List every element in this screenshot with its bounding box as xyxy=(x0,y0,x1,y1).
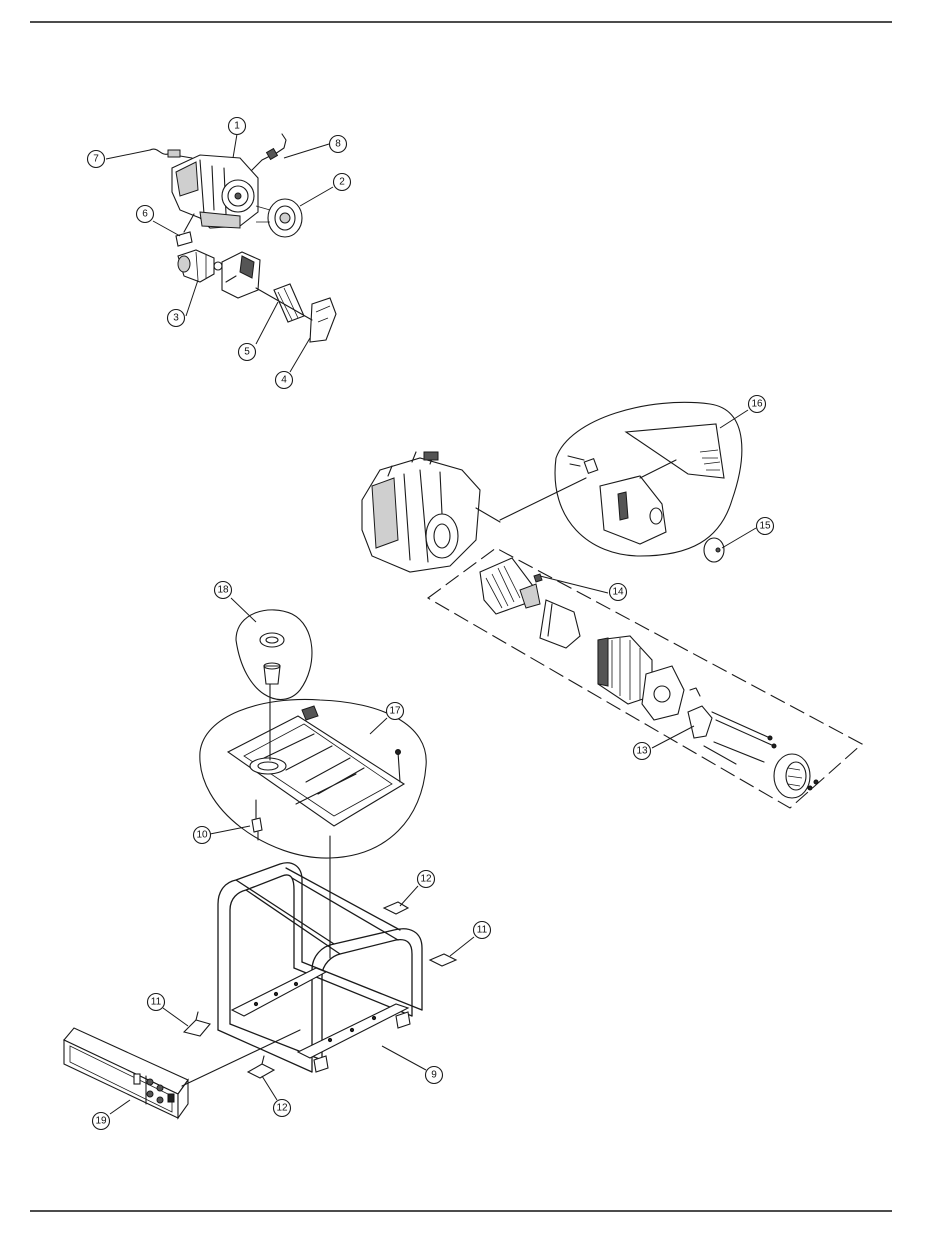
callout-label: 18 xyxy=(217,585,229,596)
callout-2: 2 xyxy=(334,174,351,191)
callout-label: 6 xyxy=(142,209,148,220)
vibration-mount-11-right xyxy=(430,954,456,966)
callout-label: 8 xyxy=(335,139,341,150)
callout-label: 19 xyxy=(95,1116,107,1127)
callout-13: 13 xyxy=(634,743,651,760)
callout-12-bottom: 12 xyxy=(274,1100,291,1117)
leader-lines xyxy=(106,134,756,1114)
callout-18: 18 xyxy=(215,582,232,599)
callout-1: 1 xyxy=(229,118,246,135)
callout-label: 11 xyxy=(477,925,488,936)
callout-label: 2 xyxy=(339,177,345,188)
callout-11-right: 11 xyxy=(474,922,491,939)
callout-label: 12 xyxy=(276,1103,288,1114)
callout-6: 6 xyxy=(137,206,154,223)
callout-label: 15 xyxy=(759,521,771,532)
callout-4: 4 xyxy=(276,372,293,389)
callout-label: 11 xyxy=(151,997,162,1008)
frame xyxy=(218,836,422,1072)
callout-14: 14 xyxy=(610,584,627,601)
callout-15: 15 xyxy=(757,518,774,535)
kit-bubble-16 xyxy=(500,402,742,556)
callout-label: 3 xyxy=(173,313,179,324)
fuel-valve xyxy=(252,800,262,840)
vibration-mount-12-bottom xyxy=(248,1056,274,1078)
callout-label: 10 xyxy=(196,830,208,841)
callout-12-top: 12 xyxy=(418,871,435,888)
callout-label: 5 xyxy=(244,347,250,358)
callout-label: 12 xyxy=(420,874,432,885)
callout-11-left: 11 xyxy=(148,994,165,1011)
callout-9: 9 xyxy=(426,1067,443,1084)
callout-10: 10 xyxy=(194,827,211,844)
callout-label: 7 xyxy=(93,154,99,165)
fuel-tank-bubble xyxy=(200,699,426,858)
callout-label: 4 xyxy=(281,375,287,386)
callout-19: 19 xyxy=(93,1113,110,1130)
callout-17: 17 xyxy=(387,703,404,720)
callout-3: 3 xyxy=(168,310,185,327)
vibration-mount-12-top xyxy=(384,902,408,914)
callout-label: 16 xyxy=(751,399,763,410)
callout-label: 13 xyxy=(636,746,648,757)
callout-16: 16 xyxy=(749,396,766,413)
callout-8: 8 xyxy=(330,136,347,153)
callout-7: 7 xyxy=(88,151,105,168)
callout-label: 17 xyxy=(389,706,401,717)
callout-label: 1 xyxy=(234,121,240,132)
callout-label: 9 xyxy=(431,1070,437,1081)
vibration-mount-11-left xyxy=(184,1012,210,1036)
callout-5: 5 xyxy=(239,344,256,361)
callout-label: 14 xyxy=(612,587,624,598)
